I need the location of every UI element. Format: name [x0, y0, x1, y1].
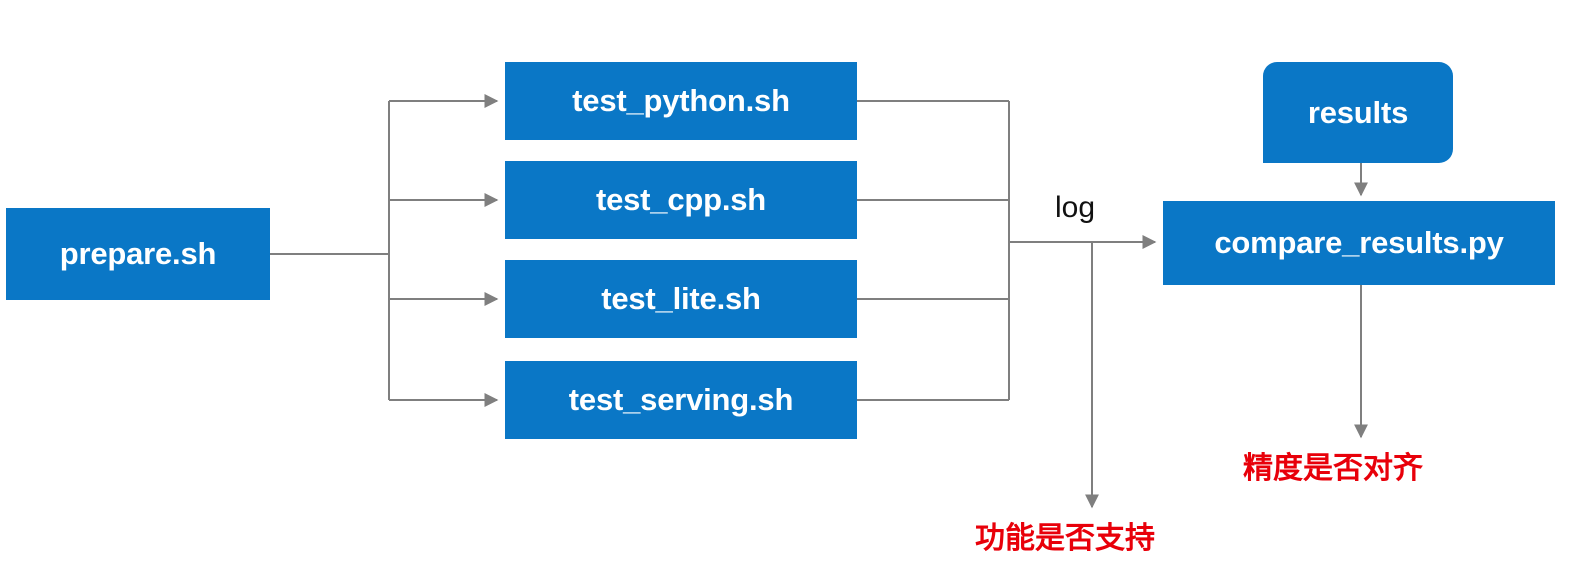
node-compare-results-py[interactable]: compare_results.py [1163, 201, 1555, 285]
edge-label-log: log [1055, 191, 1096, 224]
annotation-precision-aligned: 精度是否对齐 [1243, 452, 1423, 485]
node-results[interactable]: results [1263, 62, 1453, 163]
annotation-feature-support: 功能是否支持 [975, 522, 1155, 555]
node-test-cpp-sh[interactable]: test_cpp.sh [505, 161, 857, 239]
node-prepare-sh[interactable]: prepare.sh [6, 208, 270, 300]
node-test-serving-sh[interactable]: test_serving.sh [505, 361, 857, 439]
node-test-python-sh[interactable]: test_python.sh [505, 62, 857, 140]
node-test-lite-sh[interactable]: test_lite.sh [505, 260, 857, 338]
